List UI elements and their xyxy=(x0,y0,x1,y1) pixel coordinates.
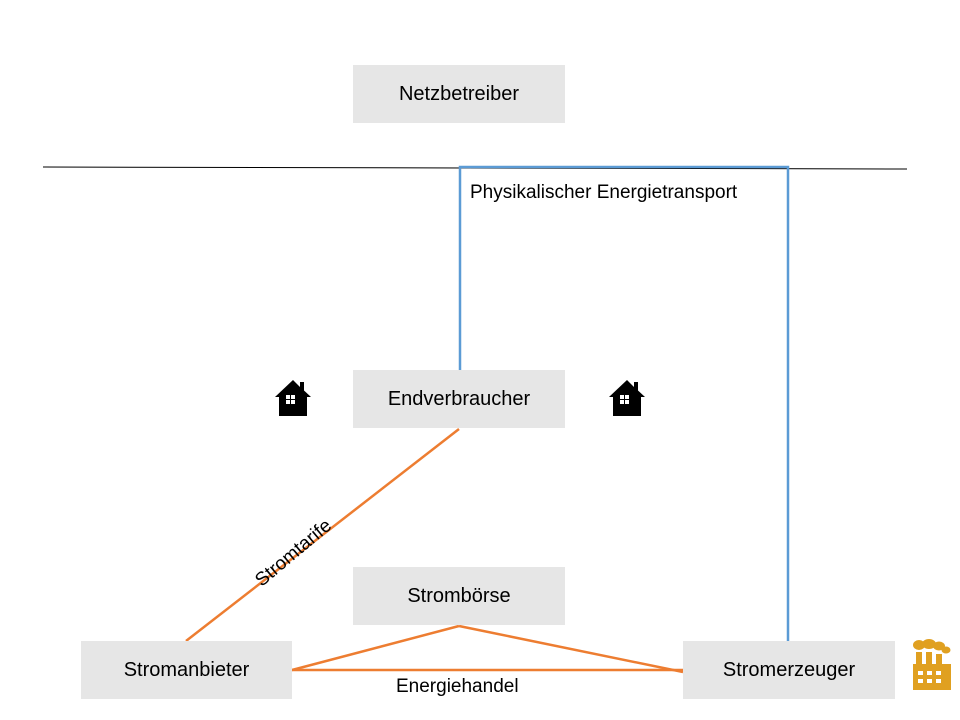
node-endverbraucher: Endverbraucher xyxy=(353,370,565,428)
house-icon xyxy=(609,380,645,416)
physical-transport-label: Physikalischer Energietransport xyxy=(470,182,738,203)
trading-line-to-exchange-left xyxy=(291,624,460,672)
factory-icon xyxy=(913,639,951,690)
node-stromboerse: Strombörse xyxy=(353,567,565,625)
trading-label: Energiehandel xyxy=(396,676,519,697)
node-netzbetreiber-label: Netzbetreiber xyxy=(398,82,520,105)
node-stromanbieter: Stromanbieter xyxy=(81,641,292,699)
node-endverbraucher-label: Endverbraucher xyxy=(387,387,531,410)
node-stromerzeuger-label: Stromerzeuger xyxy=(722,658,856,681)
node-stromanbieter-label: Stromanbieter xyxy=(123,658,250,681)
tariff-line xyxy=(185,428,460,642)
trading-line-to-exchange-right xyxy=(458,624,684,674)
house-icon xyxy=(275,380,311,416)
node-netzbetreiber: Netzbetreiber xyxy=(353,65,565,123)
node-stromerzeuger: Stromerzeuger xyxy=(683,641,895,699)
node-stromboerse-label: Strombörse xyxy=(407,584,511,607)
physical-transport-line xyxy=(458,165,790,641)
